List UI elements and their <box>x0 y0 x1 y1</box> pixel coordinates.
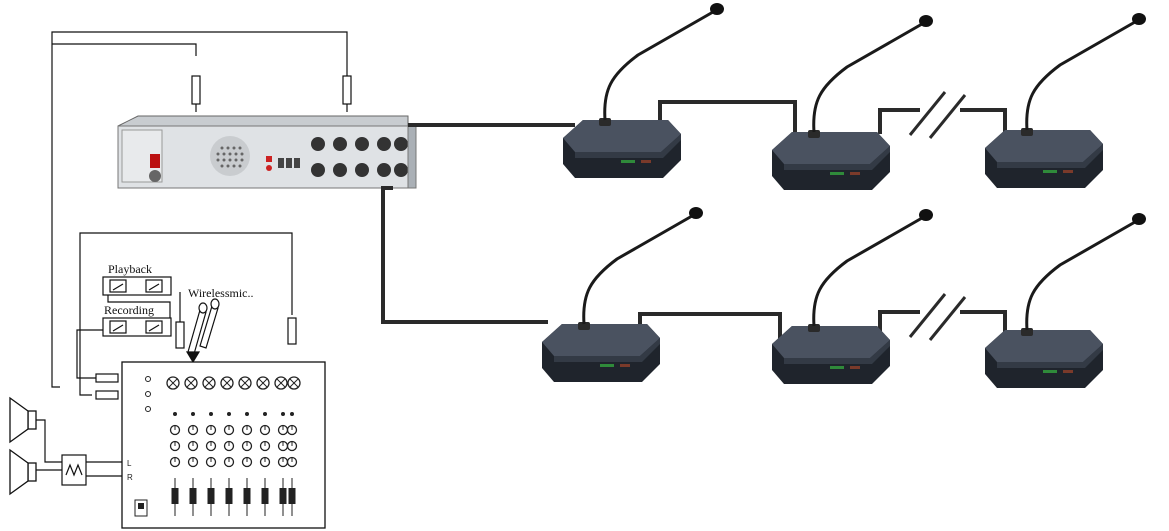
svg-text:L: L <box>127 459 132 468</box>
amplifier-icon <box>61 454 87 486</box>
conference-microphone-icon <box>540 1 1148 390</box>
audio-mixer-icon: L R <box>121 361 326 529</box>
loudspeaker-icon <box>9 396 37 496</box>
wireless-microphone-icon <box>185 298 220 364</box>
signal-wiring <box>36 31 348 477</box>
connector-plugs <box>95 75 352 400</box>
svg-text:R: R <box>127 473 133 482</box>
cassette-deck-icon <box>102 276 172 337</box>
daisy-chain-cables <box>381 100 1007 340</box>
cable-break-icon <box>908 91 967 341</box>
playback-label: Playback <box>108 262 152 276</box>
recording-label: Recording <box>104 303 154 317</box>
conference-controller <box>117 115 417 189</box>
wireless-mic-label: Wirelessmic.. <box>188 286 254 300</box>
